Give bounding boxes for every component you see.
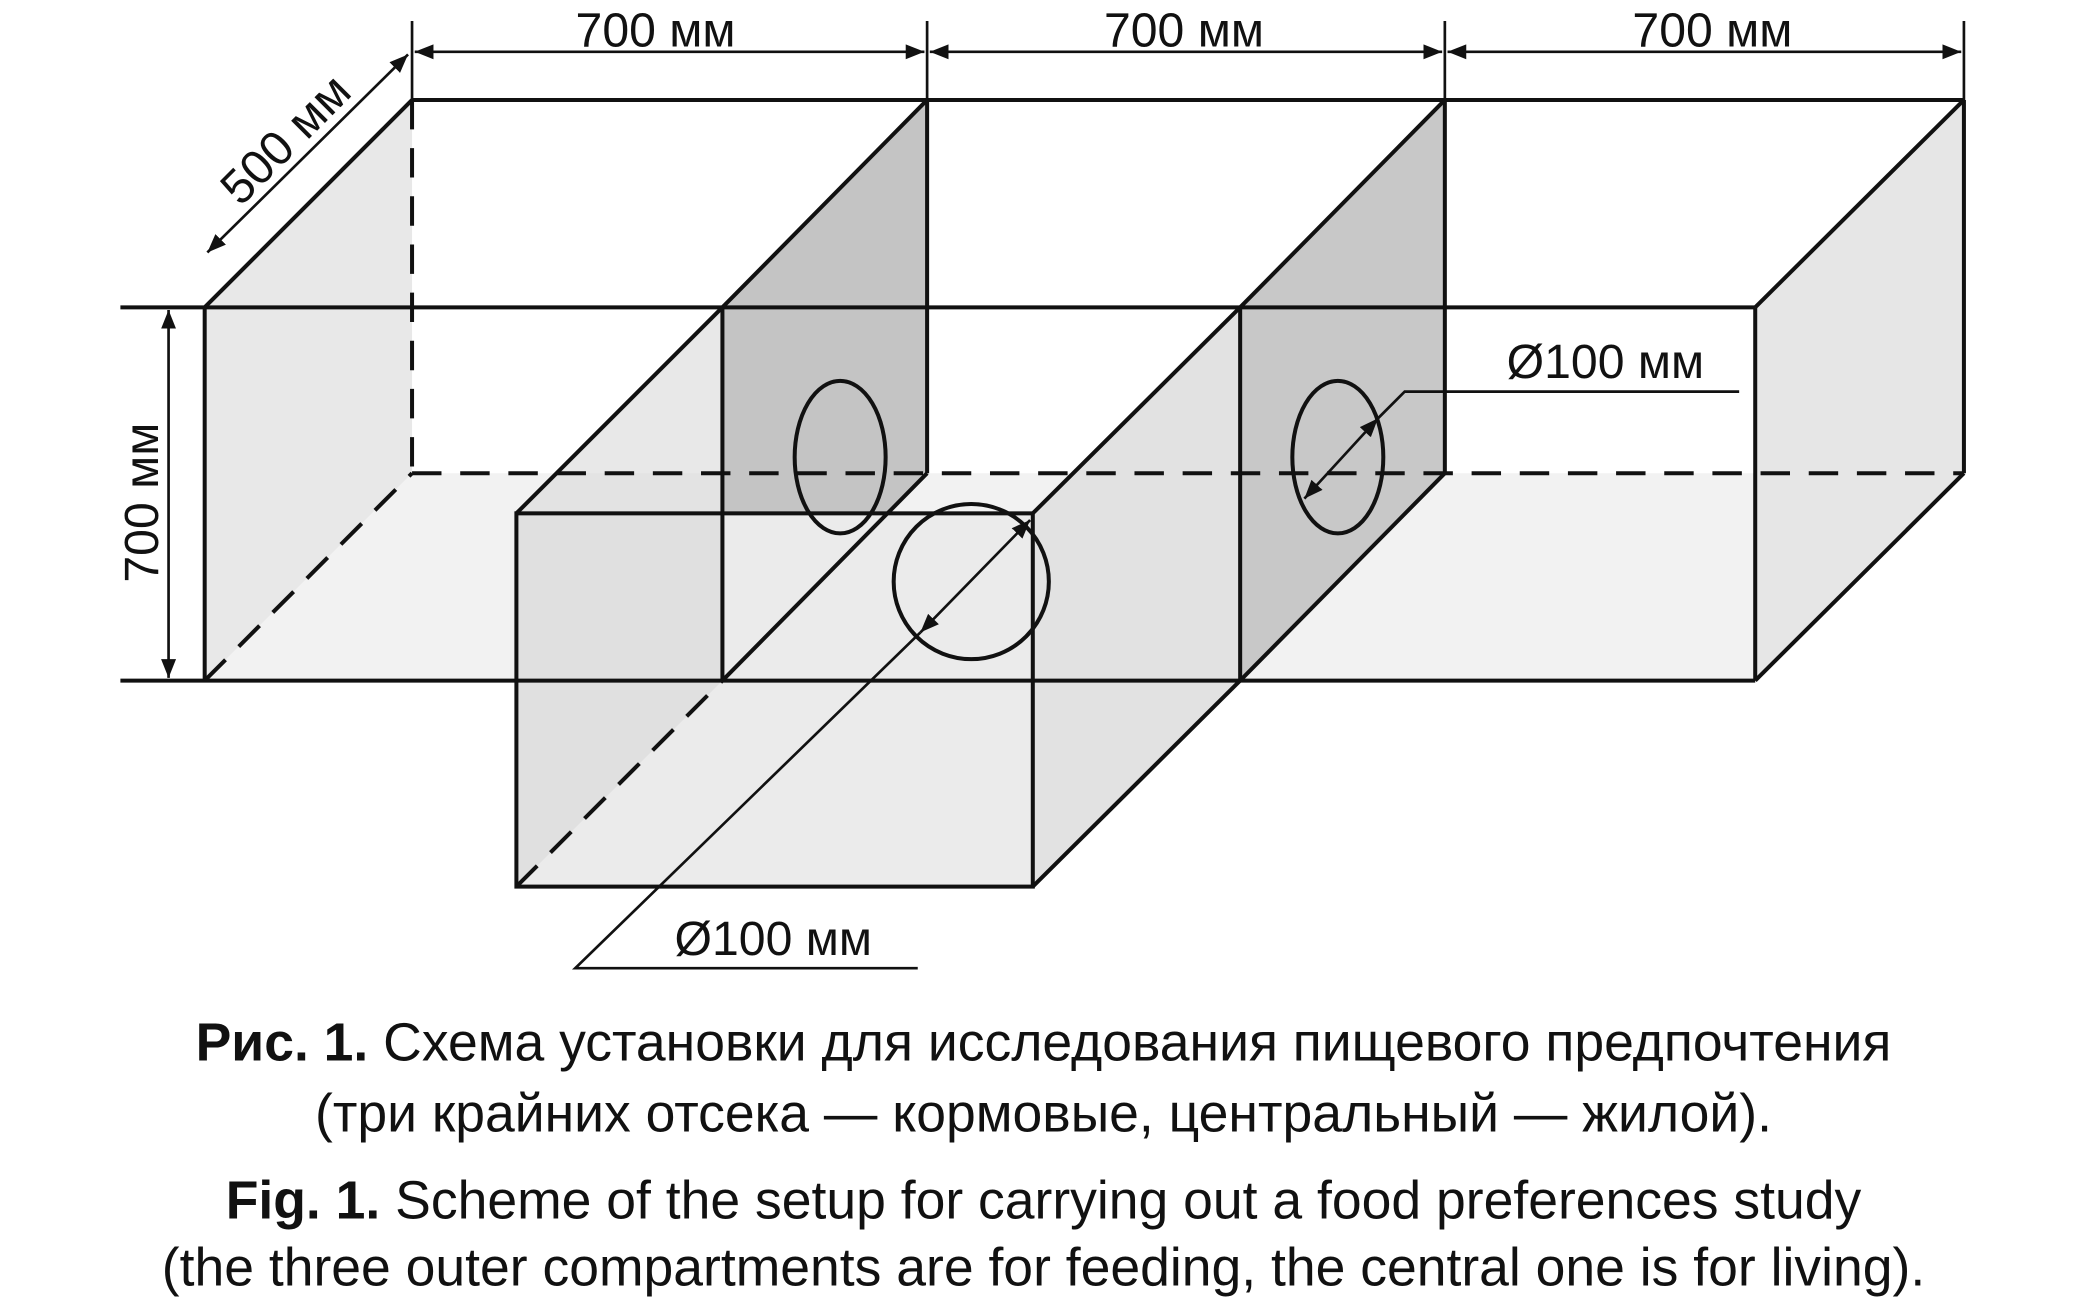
hole-front-box xyxy=(891,501,1051,662)
front-box-left-face xyxy=(516,307,723,887)
dim-width-2: 700 мм xyxy=(1104,3,1264,57)
dim-width-1: 700 мм xyxy=(576,3,736,57)
dim-hole-right: Ø100 мм xyxy=(1507,335,1704,389)
caption: Рис. 1. Схема установки для исследования… xyxy=(162,1014,1925,1298)
edges xyxy=(120,97,1966,889)
faces xyxy=(204,99,1964,887)
partition-right xyxy=(1240,99,1445,681)
hole-left-partition xyxy=(792,378,888,536)
front-box-side xyxy=(1032,307,1241,887)
holes xyxy=(792,378,1386,662)
dim-hole-front: Ø100 мм xyxy=(675,912,872,966)
dimension-lines xyxy=(161,21,1966,970)
caption-ru-line2: (три крайних отсека — кормовые, централь… xyxy=(315,1084,1772,1143)
dim-height: 700 мм xyxy=(115,423,169,583)
hole-right-partition xyxy=(1290,378,1386,536)
caption-ru-line1: Рис. 1. Схема установки для исследования… xyxy=(196,1014,1892,1073)
dim-width-3: 700 мм xyxy=(1632,3,1792,57)
caption-en-line1: Fig. 1. Scheme of the setup for carrying… xyxy=(226,1171,1862,1230)
caption-en-line2: (the three outer compartments are for fe… xyxy=(162,1238,1925,1297)
right-end-wall xyxy=(1755,99,1964,681)
